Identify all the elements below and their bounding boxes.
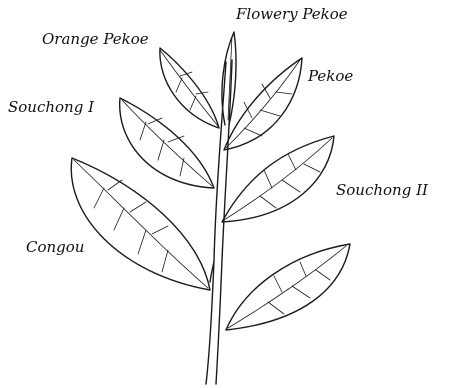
leaf-souchong-2 xyxy=(222,136,334,222)
leaf-flowery-pekoe xyxy=(222,32,236,125)
label-pekoe: Pekoe xyxy=(308,69,353,84)
label-congou: Congou xyxy=(26,240,84,255)
label-souchong-2: Souchong II xyxy=(336,183,428,198)
leaf-congou xyxy=(71,158,210,290)
leaf-souchong-1 xyxy=(120,98,214,188)
label-flowery-pekoe: Flowery Pekoe xyxy=(236,7,348,22)
label-souchong-1: Souchong I xyxy=(8,100,94,115)
leaf-orange-pekoe xyxy=(160,48,219,128)
label-orange-pekoe: Orange Pekoe xyxy=(42,32,149,47)
leaf-lower-right xyxy=(226,244,350,330)
